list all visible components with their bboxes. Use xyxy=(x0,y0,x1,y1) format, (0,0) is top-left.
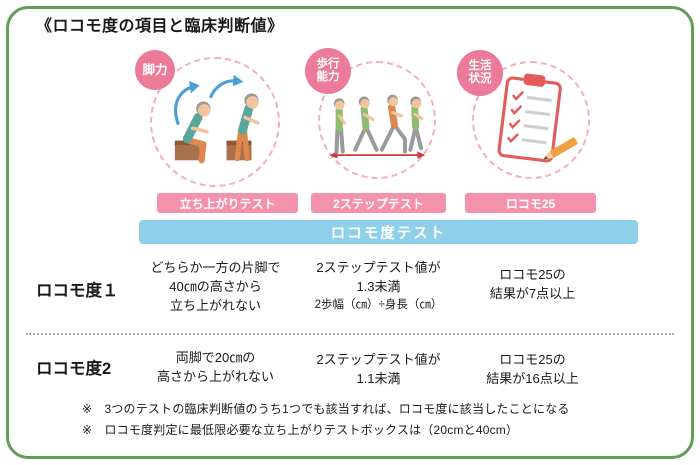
walker-2 xyxy=(352,96,379,152)
cell-text: 両脚で20㎝の 高さから上がれない xyxy=(156,350,274,384)
sitting-person xyxy=(182,101,211,164)
row-label-locomo2: ロコモ度2 xyxy=(36,360,112,378)
cell-locomo1-twostep: 2ステップテスト値が 1.3未満 2歩幅（㎝）÷身長（㎝） xyxy=(281,259,476,313)
cell-locomo1-standup: どちらか一方の片脚で 40㎝の高さから 立ち上がれない xyxy=(118,259,313,316)
row-label-locomo1: ロコモ度１ xyxy=(36,282,119,300)
cell-locomo2-twostep: 2ステップテスト値が 1.1未満 xyxy=(281,351,476,389)
cell-locomo2-standup: 両脚で20㎝の 高さから上がれない xyxy=(118,349,313,387)
footnote-2: ※ ロコモ度判定に最低限必要な立ち上がりテストボックスは（20cmと40cm） xyxy=(82,423,519,437)
dotted-divider xyxy=(26,333,674,335)
cell-text: ロコモ25の 結果が16点以上 xyxy=(486,352,579,386)
standup-test-label-bar: 立ち上がりテスト xyxy=(157,193,298,213)
footnote-1: ※ 3つのテストの臨床判断値のうち1つでも該当すれば、ロコモ度に該当したことにな… xyxy=(82,402,570,416)
life-situation-badge: 生活 状況 xyxy=(457,50,503,96)
cell-locomo2-locomo25: ロコモ25の 結果が16点以上 xyxy=(445,351,620,389)
life-situation-circle xyxy=(472,61,590,179)
cell-text: どちらか一方の片脚で 40㎝の高さから 立ち上がれない xyxy=(150,260,281,313)
walker-4 xyxy=(407,96,423,152)
cell-text: 2ステップテスト値が 1.3未満 xyxy=(316,260,441,294)
pencil-icon xyxy=(543,137,578,159)
leg-strength-badge: 脚力 xyxy=(135,50,175,90)
two-step-test-label-bar: 2ステップテスト xyxy=(311,193,446,213)
stool-left xyxy=(174,140,200,161)
cell-subtext: 2歩幅（㎝）÷身長（㎝） xyxy=(314,298,443,311)
walking-ability-badge: 歩行 能力 xyxy=(305,48,351,94)
locomo-test-banner: ロコモ度テスト xyxy=(139,220,638,244)
locomo25-label-bar: ロコモ25 xyxy=(465,193,596,213)
clipboard-icon xyxy=(497,73,562,163)
cell-locomo1-locomo25: ロコモ25の 結果が7点以上 xyxy=(445,266,620,304)
standing-person xyxy=(234,93,260,162)
page-title: 《ロコモ度の項目と臨床判断値》 xyxy=(36,18,284,35)
locomo25-checklist-illustration xyxy=(497,73,578,163)
measure-line xyxy=(329,151,425,159)
cell-text: ロコモ25の 結果が7点以上 xyxy=(489,267,576,301)
cell-text: 2ステップテスト値が 1.1未満 xyxy=(316,352,441,386)
walker-3 xyxy=(379,94,407,154)
leg-strength-circle xyxy=(150,57,280,187)
two-step-test-illustration xyxy=(329,94,425,159)
walker-1 xyxy=(333,97,346,154)
walking-ability-circle xyxy=(318,61,436,179)
standup-test-illustration xyxy=(174,74,260,164)
motion-arrows-icon xyxy=(174,74,244,126)
